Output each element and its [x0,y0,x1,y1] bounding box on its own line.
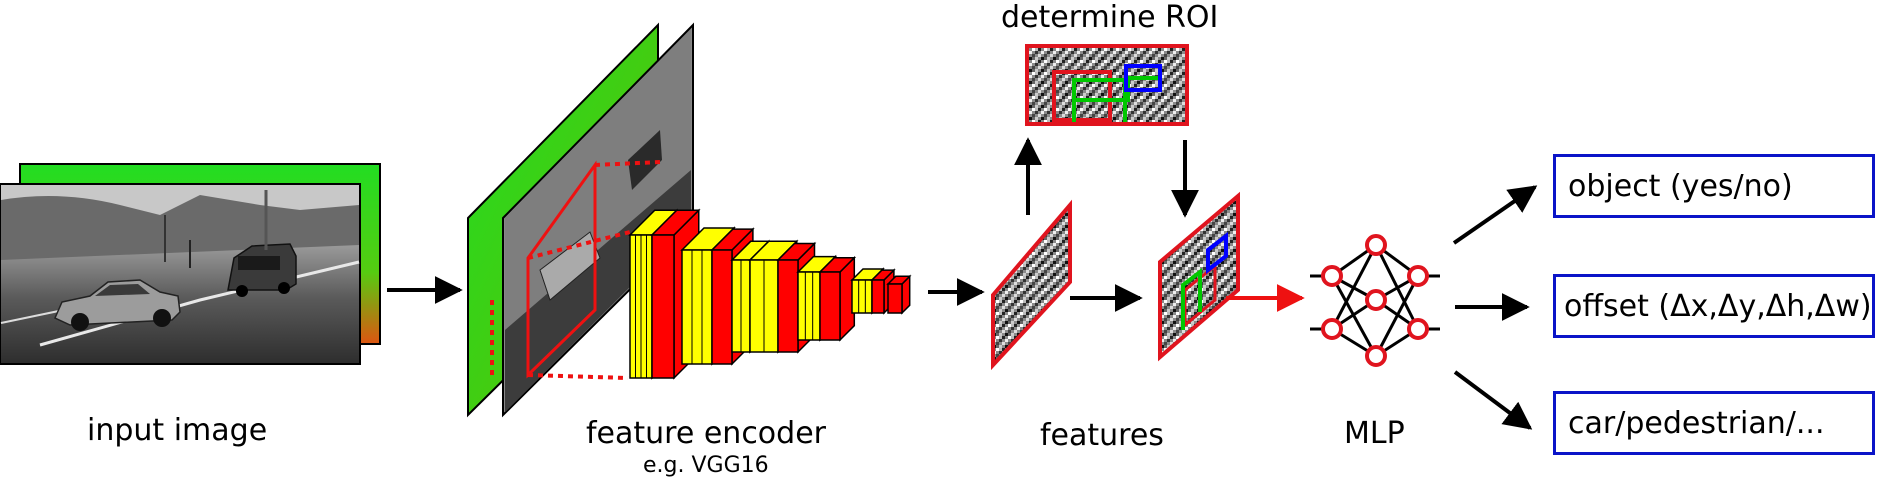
mlp-edge [1374,275,1420,357]
mlp-label: MLP [1344,416,1405,451]
mlp-node [1407,265,1429,287]
encoder-block [797,271,821,341]
car-road-photo-icon [0,183,361,365]
encoder-block [711,249,733,365]
input-image-label: input image [87,413,268,448]
encoder-block [681,249,713,365]
mlp-node [1407,318,1429,340]
mlp-edge [1330,244,1378,330]
mlp-node [1321,318,1343,340]
mlp-node [1365,289,1387,311]
mlp-node [1365,345,1387,367]
output-offset-box: offset (Δx,Δy,Δh,Δw) [1553,274,1875,338]
encoder-block [651,234,675,379]
neural-network-icon [1310,234,1440,367]
encoder-block [777,259,799,353]
arrow-mlp-to-object [1452,185,1538,245]
feature-encoder-label: feature encoder [586,416,826,451]
noise-feature-map-icon [991,199,1072,371]
mlp-node [1365,234,1387,256]
output-class-box: car/pedestrian/... [1553,391,1875,455]
encoder-block [851,279,873,314]
encoder-block [819,271,841,341]
feature-encoder-sublabel: e.g. VGG16 [643,453,769,478]
input-image [0,163,381,365]
determine-roi-label: determine ROI [1001,0,1219,35]
feature-encoder-blocks [628,208,912,380]
encoder-block [871,279,885,314]
output-object-box: object (yes/no) [1553,154,1875,218]
encoder-block [887,283,903,314]
roi-box [1025,44,1189,126]
mlp-node [1321,265,1343,287]
features-label: features [1040,418,1164,453]
arrow-mlp-to-class [1453,370,1533,430]
roi-feature-map [1158,191,1240,362]
